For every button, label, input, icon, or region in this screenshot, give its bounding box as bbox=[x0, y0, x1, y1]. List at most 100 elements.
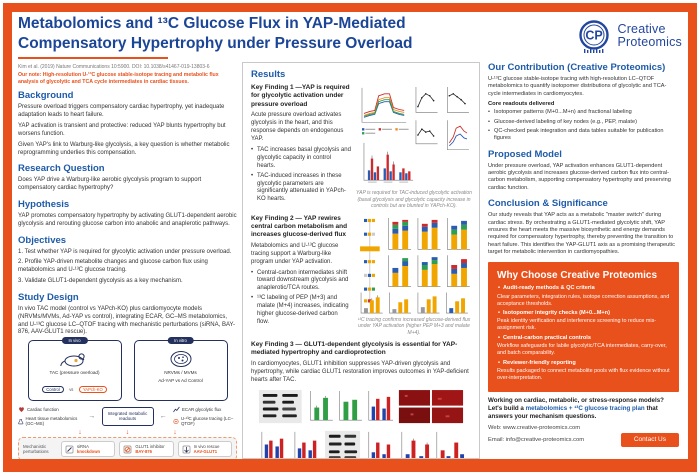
creative-proteomics-logo: CP Creative Proteomics bbox=[576, 18, 682, 54]
readout-cardiac-function: Cardiac function bbox=[18, 406, 82, 413]
in-vitro-readouts: ECAR glycolytic flux U-¹³C glucose traci… bbox=[173, 406, 237, 427]
conclusion-p1: Our study reveals that YAP acts as a met… bbox=[488, 212, 675, 255]
objectives-list: 1. Test whether YAP is required for glyc… bbox=[18, 249, 237, 286]
down-arrow-icon: ↓ bbox=[173, 429, 177, 437]
finding-2-text: Key Finding 2 — YAP rewires central carb… bbox=[251, 215, 351, 337]
finding-3-figure: Cardiac GLUT1 restoration improves outco… bbox=[251, 388, 471, 458]
citation-line: Kim et al. (2019) Nature Communications … bbox=[18, 64, 210, 70]
svg-text:CP: CP bbox=[586, 29, 603, 43]
perturb-line: GLUT1 inhibitor bbox=[135, 444, 165, 450]
hypothesis-p1: YAP promotes compensatory hypertrophy by… bbox=[18, 213, 237, 228]
finding-2-caption: ¹³C tracing confirms increased glucose-d… bbox=[357, 316, 471, 336]
conclusion-heading: Conclusion & Significance bbox=[488, 198, 608, 210]
in-vivo-readouts: Cardiac function Heart tissue metabolomi… bbox=[18, 406, 82, 427]
finding-2-p1: Metabolomics and U-¹³C glucose tracing s… bbox=[251, 242, 339, 265]
background-p3: Given YAP's link to Warburg-like glycoly… bbox=[18, 141, 230, 156]
readout-13c-tracing: U-¹³C glucose tracing (LC–QTOF) bbox=[173, 416, 237, 427]
perturbations-label: Mechanistic perturbations bbox=[23, 444, 49, 455]
sirna-icon bbox=[65, 445, 74, 454]
readout-label: Heart tissue metabolomics (GC–MS) bbox=[25, 415, 78, 427]
bullet-item: ¹³C labeling of PEP (M+3) and malate (M+… bbox=[251, 295, 351, 327]
why-item-body: Peak identity verification and interfere… bbox=[497, 318, 657, 332]
cta-tracing-plan-link[interactable]: metabolomics + ¹³C glucose tracing plan bbox=[525, 404, 645, 412]
background-p2: YAP activation is transient and protecti… bbox=[18, 122, 226, 137]
web-line: Web: www.creative-proteomics.com bbox=[488, 424, 581, 431]
finding-2-block: Key Finding 2 — YAP rewires central carb… bbox=[251, 215, 471, 337]
perturb-line: knockdown bbox=[77, 449, 101, 455]
integrated-readouts-box: Integrated metabolic readouts bbox=[101, 406, 154, 426]
yap-ko-group-pill: YAPch-KO bbox=[78, 385, 107, 393]
arrow-right-icon: → bbox=[88, 412, 96, 420]
title-line-1: Metabolomics and ¹³C Glucose Flux in YAP… bbox=[18, 15, 406, 32]
objective-item: 1. Test whether YAP is required for glyc… bbox=[18, 249, 232, 256]
readout-label: Cardiac function bbox=[27, 406, 59, 412]
bullet-item: Central-carbon intermediates shift towar… bbox=[251, 270, 351, 294]
perturb-line: BAY-876 bbox=[135, 449, 152, 455]
page-title: Metabolomics and ¹³C Glucose Flux in YAP… bbox=[18, 14, 480, 54]
readout-ecar: ECAR glycolytic flux bbox=[173, 406, 237, 413]
our-note: Our note: High-resolution U-¹³C glucose … bbox=[18, 72, 219, 86]
contribution-heading: Our Contribution (Creative Proteomics) bbox=[488, 62, 666, 73]
heart-icon bbox=[19, 407, 24, 412]
finding-3-block: Key Finding 3 — GLUT1-dependent glycolys… bbox=[251, 341, 471, 458]
finding-3-heading: Key Finding 3 — GLUT1-dependent glycolys… bbox=[251, 341, 458, 357]
flask-icon bbox=[18, 418, 24, 424]
finding-1-figure: YAP is required for TAC-induced glycolyt… bbox=[356, 84, 472, 210]
perturbation-arrows: ↓ ↓ ↓ bbox=[18, 429, 237, 436]
isotopomer-figure bbox=[360, 217, 470, 313]
mouse-icon bbox=[59, 353, 85, 367]
in-vivo-pill: In vivo bbox=[61, 337, 88, 345]
cp-monogram-icon: CP bbox=[579, 20, 610, 53]
contribution-p1: U-¹³C glucose stable-isotope tracing wit… bbox=[488, 76, 667, 97]
study-design-p1: In vivo TAC model (control vs YAPch-KO) … bbox=[18, 305, 235, 336]
in-vivo-title: TAC (pressure overload) bbox=[49, 370, 100, 376]
why-choose-box: Why Choose Creative Proteomics Audit-rea… bbox=[488, 262, 679, 392]
why-item-body: Clear parameters, integration rules, iso… bbox=[497, 293, 670, 307]
email-line: Email: info@creative-proteomics.com bbox=[488, 436, 585, 443]
finding-3-p1: In cardiomyocytes, GLUT1 inhibition supp… bbox=[251, 360, 469, 383]
culture-dish-icon bbox=[170, 351, 191, 368]
perturbations-strip: Mechanistic perturbations siRNA knockdow… bbox=[18, 437, 237, 459]
perturbation-glut1-inhibitor: GLUT1 inhibitor BAY-876 bbox=[119, 441, 174, 458]
cta-lead-prefix: Working on cardiac, metabolic, or stress… bbox=[488, 396, 664, 412]
study-design-heading: Study Design bbox=[18, 291, 79, 303]
readout-label: ECAR glycolytic flux bbox=[182, 406, 222, 412]
inhibitor-icon bbox=[123, 445, 132, 454]
bullet-item: TAC-induced increases in these glycolyti… bbox=[251, 173, 351, 205]
proposed-model-heading: Proposed Model bbox=[488, 148, 562, 160]
logo-word-2: Proteomics bbox=[617, 35, 682, 49]
readout-heart-metabolomics: Heart tissue metabolomics (GC–MS) bbox=[18, 416, 82, 427]
arrow-left-icon: ← bbox=[159, 412, 167, 420]
perturbation-aav-rescue: In vivo rescue AAV-GLUT1 bbox=[177, 441, 232, 458]
in-vivo-groups: Control vs YAPch-KO bbox=[32, 378, 118, 396]
model-boxes: In vivo TAC (pressure overload) Control … bbox=[18, 337, 237, 401]
objective-item: 2. Profile YAP-driven metabolite changes… bbox=[18, 259, 208, 274]
perturb-line: AAV-GLUT1 bbox=[193, 449, 218, 455]
why-item-title: Reviewer-friendly reporting bbox=[497, 360, 670, 368]
finding-2-figure: ¹³C tracing confirms increased glucose-d… bbox=[356, 215, 472, 337]
finding-2-heading: Key Finding 2 — YAP rewires central carb… bbox=[251, 214, 348, 239]
glut1-rescue-figure bbox=[258, 389, 465, 458]
bullet-item: Glucose-derived labeling of key nodes (e… bbox=[488, 119, 679, 127]
cta-lead-suffix: that answers your mechanism questions. bbox=[488, 404, 658, 421]
title-underline bbox=[18, 57, 168, 59]
in-vitro-box: In vitro NRVMs / MVMs Ad-YAP vs Ad Contr… bbox=[133, 337, 228, 401]
vs-label: vs bbox=[69, 386, 74, 392]
cta-block: Working on cardiac, metabolic, or stress… bbox=[488, 397, 679, 447]
background-heading: Background bbox=[18, 90, 74, 101]
contact-us-button[interactable]: Contact Us bbox=[620, 432, 679, 447]
finding-2-bullets: Central-carbon intermediates shift towar… bbox=[251, 270, 351, 327]
finding-1-block: Key Finding 1 —YAP is required for glyco… bbox=[251, 84, 472, 210]
logo-word-1: Creative bbox=[617, 21, 666, 36]
proposed-model-p1: Under pressure overload, YAP activation … bbox=[488, 162, 671, 191]
readout-label: U-¹³C glucose tracing (LC–QTOF) bbox=[180, 415, 234, 427]
study-design-diagram: In vivo TAC (pressure overload) Control … bbox=[18, 337, 237, 459]
why-item-body: Workflow safeguards for labile glycolyti… bbox=[497, 343, 667, 357]
ecar-glycolysis-figure bbox=[361, 86, 469, 183]
in-vitro-groups: Ad-YAP vs Ad Control bbox=[158, 377, 203, 383]
perturb-line: siRNA bbox=[77, 444, 89, 450]
isotope-icon bbox=[173, 418, 179, 424]
objectives-heading: Objectives bbox=[18, 235, 67, 247]
poster-frame: Metabolomics and ¹³C Glucose Flux in YAP… bbox=[3, 3, 697, 472]
